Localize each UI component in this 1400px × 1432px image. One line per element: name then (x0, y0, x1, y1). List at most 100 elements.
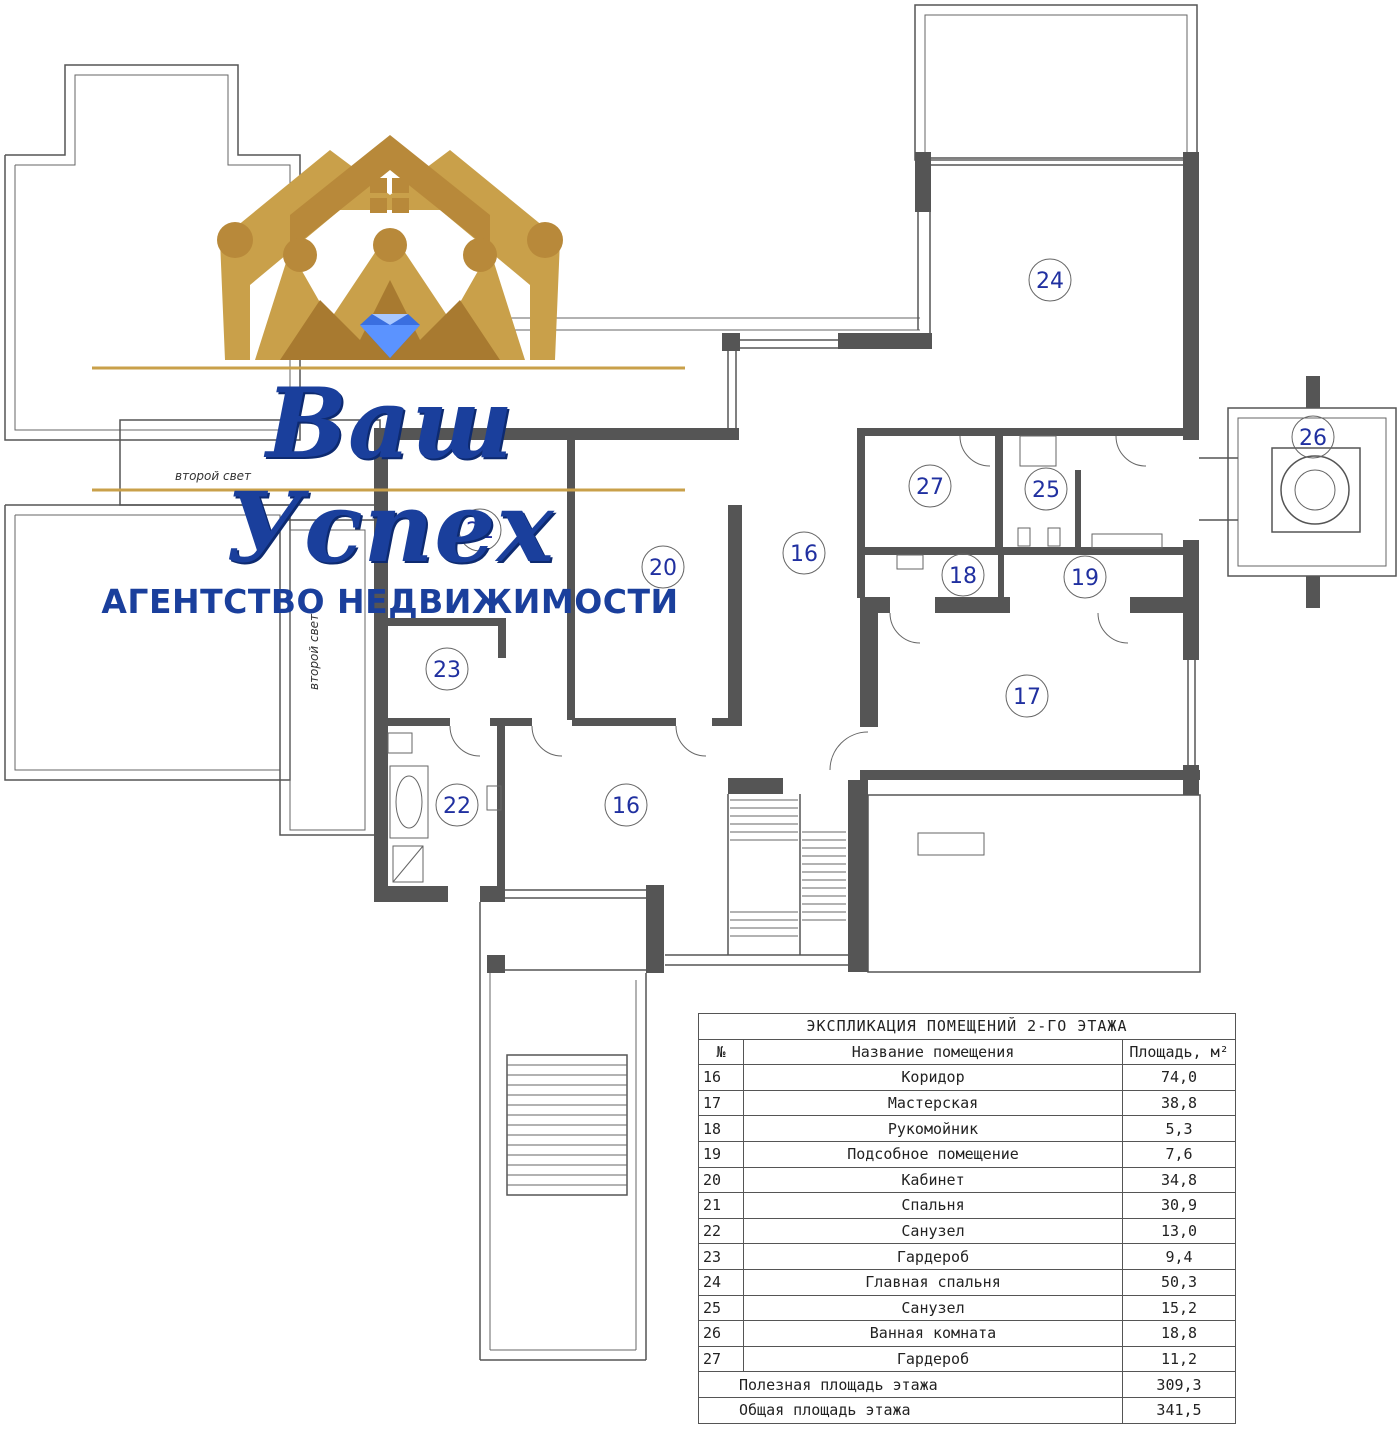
cell-no: 24 (698, 1268, 744, 1296)
table-header-row: № Название помещения Площадь, м² (698, 1038, 1236, 1066)
second-light-label-top: второй свет (175, 469, 252, 483)
central-walls (374, 333, 742, 973)
svg-text:27: 27 (916, 475, 944, 500)
cell-area: 5,3 (1122, 1115, 1236, 1142)
room-label: 16 (604, 783, 648, 827)
room-label: 22 (435, 783, 479, 827)
room-label: 19 (1063, 555, 1107, 599)
useful-area-value: 309,3 (1122, 1371, 1236, 1398)
svg-text:16: 16 (790, 542, 818, 567)
cell-name: Главная спальня (743, 1268, 1123, 1296)
cell-no: 25 (698, 1294, 744, 1322)
cell-name: Коридор (743, 1064, 1123, 1091)
cell-no: 20 (698, 1166, 744, 1194)
diamond-icon (360, 314, 420, 358)
cell-name: Кабинет (743, 1166, 1123, 1194)
svg-text:19: 19 (1071, 566, 1099, 591)
cell-name: Ванная комната (743, 1320, 1123, 1347)
service-rooms (857, 428, 1199, 660)
cell-area: 15,2 (1122, 1294, 1236, 1322)
cell-area: 30,9 (1122, 1192, 1236, 1219)
total-area-label: Общая площадь этажа (698, 1396, 1123, 1424)
second-light-label: второй свет (307, 613, 321, 690)
column-header-area: Площадь, м² (1122, 1038, 1236, 1066)
room-label: 21 (458, 508, 502, 552)
useful-area-row: Полезная площадь этажа 309,3 (698, 1371, 1236, 1398)
cell-no: 17 (698, 1089, 744, 1117)
cell-name: Гардероб (743, 1345, 1123, 1373)
room-label: 25 (1024, 467, 1068, 511)
cell-no: 18 (698, 1115, 744, 1142)
useful-area-label: Полезная площадь этажа (698, 1371, 1123, 1398)
svg-text:20: 20 (649, 556, 677, 581)
cell-name: Санузел (743, 1217, 1123, 1245)
room-label: 16 (782, 531, 826, 575)
cell-area: 34,8 (1122, 1166, 1236, 1194)
explication-table: ЭКСПЛИКАЦИЯ ПОМЕЩЕНИЙ 2-ГО ЭТАЖА № Назва… (698, 1013, 1236, 1424)
room-label: 24 (1028, 258, 1072, 302)
cell-no: 16 (698, 1064, 744, 1091)
company-logo (92, 135, 685, 492)
cell-no: 21 (698, 1192, 744, 1219)
svg-text:17: 17 (1013, 685, 1041, 710)
master-bedroom-walls (740, 4, 1199, 440)
room-label: 23 (425, 647, 469, 691)
cell-name: Гардероб (743, 1243, 1123, 1270)
brand-subtitle: АГЕНТСТВО НЕДВИЖИМОСТИ (101, 582, 679, 621)
room-label: 26 (1291, 415, 1335, 459)
brand-name: Ваш Успех (225, 367, 555, 584)
cell-area: 38,8 (1122, 1089, 1236, 1117)
cell-name: Спальня (743, 1192, 1123, 1219)
svg-text:24: 24 (1036, 269, 1064, 294)
cell-no: 26 (698, 1320, 744, 1347)
cell-name: Подсобное помещение (743, 1140, 1123, 1168)
logo-text: Ваш Успех АГЕНТСТВО НЕДВИЖИМОСТИ (90, 367, 690, 622)
lower-balcony (479, 902, 647, 1361)
cell-area: 74,0 (1122, 1064, 1236, 1091)
cell-no: 23 (698, 1243, 744, 1270)
svg-text:22: 22 (443, 794, 471, 819)
svg-text:23: 23 (433, 658, 461, 683)
workshop-walls (829, 597, 1200, 795)
svg-text:25: 25 (1032, 478, 1060, 503)
svg-text:18: 18 (949, 564, 977, 589)
cell-name: Рукомойник (743, 1115, 1123, 1142)
total-area-row: Общая площадь этажа 341,5 (698, 1396, 1236, 1424)
cell-no: 22 (698, 1217, 744, 1245)
svg-text:16: 16 (612, 794, 640, 819)
cell-area: 13,0 (1122, 1217, 1236, 1245)
cell-no: 19 (698, 1140, 744, 1168)
total-area-value: 341,5 (1122, 1396, 1236, 1424)
svg-text:26: 26 (1299, 426, 1327, 451)
cell-name: Санузел (743, 1294, 1123, 1322)
cell-area: 18,8 (1122, 1320, 1236, 1347)
cell-no: 27 (698, 1345, 744, 1373)
cell-area: 9,4 (1122, 1243, 1236, 1270)
room-labels: 24 26 27 25 18 19 16 20 21 23 17 22 16 (425, 258, 1335, 827)
stairs-and-terrace (665, 778, 1201, 973)
cell-name: Мастерская (743, 1089, 1123, 1117)
room-label: 17 (1005, 674, 1049, 718)
room-label: 27 (908, 464, 952, 508)
room-label: 20 (641, 545, 685, 589)
column-header-name: Название помещения (743, 1038, 1123, 1066)
cell-area: 7,6 (1122, 1140, 1236, 1168)
bath-pavilion (1199, 376, 1397, 608)
cell-area: 50,3 (1122, 1268, 1236, 1296)
table-title: ЭКСПЛИКАЦИЯ ПОМЕЩЕНИЙ 2-ГО ЭТАЖА (698, 1013, 1236, 1040)
column-header-no: № (698, 1038, 744, 1066)
table-title-row: ЭКСПЛИКАЦИЯ ПОМЕЩЕНИЙ 2-ГО ЭТАЖА (698, 1013, 1236, 1040)
cell-area: 11,2 (1122, 1345, 1236, 1373)
